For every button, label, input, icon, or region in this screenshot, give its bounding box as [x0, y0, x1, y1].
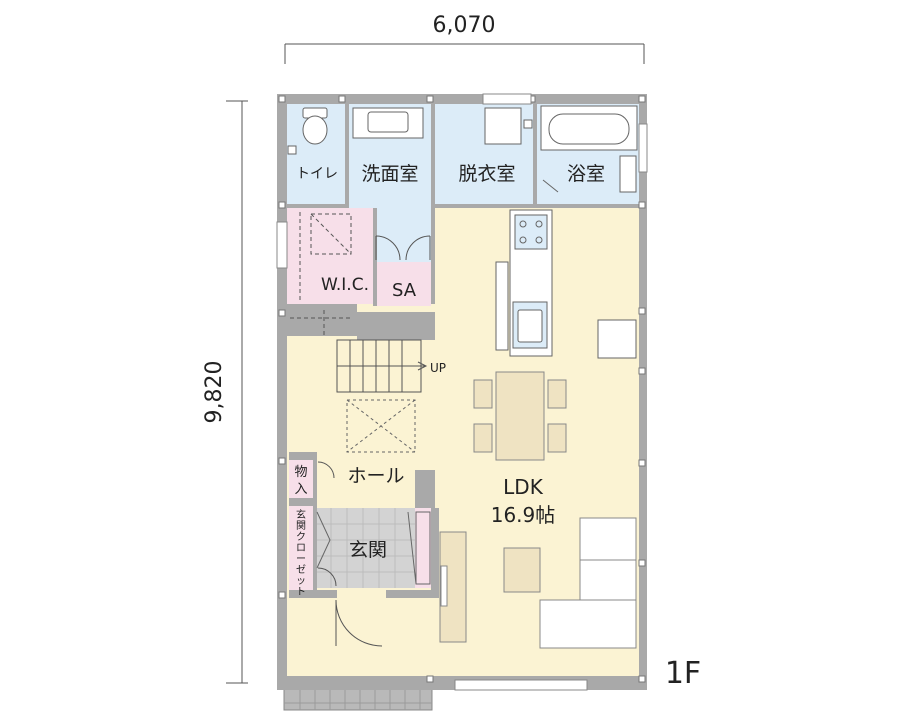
stair-up-label: UP — [430, 361, 446, 375]
room-fill-entrance-closet — [289, 506, 313, 592]
width-dimension — [284, 43, 645, 64]
entrance-tiles — [315, 508, 415, 588]
sink-fixture — [512, 301, 548, 349]
stove-fixture — [514, 214, 548, 250]
column-posts — [278, 95, 646, 683]
floor-label: 1F — [665, 656, 701, 691]
room-label-storage-2: 入 — [294, 482, 307, 497]
room-label-dressing: 脱衣室 — [458, 163, 515, 185]
room-fill-shoe-cabinet — [415, 508, 431, 588]
interior-walls — [287, 104, 639, 598]
entrance-closet-lines — [316, 511, 331, 569]
room-fill-wic — [287, 208, 373, 304]
width-dimension-label: 6,070 — [433, 13, 496, 38]
staircase — [336, 339, 428, 393]
room-label-bath: 浴室 — [567, 163, 605, 185]
height-dimension-label: 9,820 — [202, 361, 227, 424]
room-label-entrance: 玄関 — [349, 539, 387, 561]
entrance-closet-char: ー — [296, 554, 306, 565]
refrigerator — [597, 319, 637, 359]
entrance-closet-char: ト — [296, 587, 306, 598]
room-label-wic: W.I.C. — [321, 275, 369, 295]
tv-board — [439, 531, 467, 643]
entrance-closet-char: ゼ — [296, 564, 306, 576]
room-label-sa: SA — [392, 280, 417, 301]
entrance-closet-char: 関 — [296, 520, 306, 532]
room-label-toilet: トイレ — [296, 166, 338, 182]
room-fill-sa — [377, 262, 431, 306]
bathtub-fixture — [540, 105, 638, 193]
dining-set — [473, 371, 567, 461]
doors — [317, 235, 431, 647]
shoe-cabinet-lines — [407, 511, 431, 585]
entrance-closet-char: ッ — [296, 576, 306, 587]
entrance-closet-char: ク — [296, 531, 306, 543]
sofa — [539, 517, 637, 649]
room-label-hall: ホール — [347, 465, 404, 487]
room-label-ldk-size: 16.9帖 — [491, 503, 556, 527]
height-dimension — [226, 100, 248, 684]
entrance-closet-char: ロ — [296, 543, 306, 554]
toilet-fixture — [287, 107, 328, 155]
entrance-closet-char: 玄 — [296, 508, 306, 521]
room-label-ldk: LDK — [503, 475, 544, 499]
room-label-entrance-closet: 玄 関 ク ロ ー ゼ ッ ト — [296, 508, 306, 598]
room-fill-storage — [289, 460, 313, 498]
coffee-table — [503, 547, 541, 593]
room-label-washroom: 洗面室 — [361, 163, 418, 185]
windows — [276, 93, 648, 691]
washing-machine-fixture — [484, 107, 533, 145]
stair-void — [346, 399, 416, 453]
room-label-storage-1: 物 — [294, 465, 307, 480]
washbasin-fixture — [352, 107, 424, 139]
wic-shelf-lines — [290, 212, 352, 336]
